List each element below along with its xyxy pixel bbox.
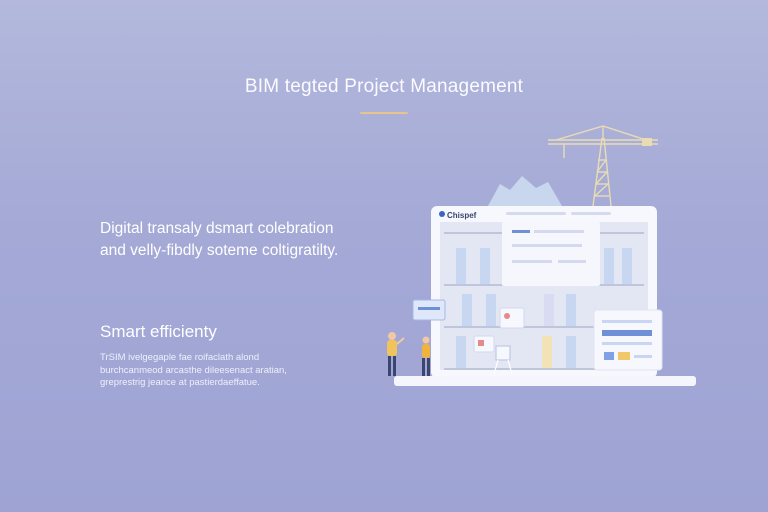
panel-line-5 <box>558 260 586 263</box>
toolbar-bar <box>506 212 566 215</box>
feature-body-line-3: greprestrig jeance at pastierdaeffatue. <box>100 377 260 388</box>
panel-line-1 <box>512 230 530 233</box>
panel-line-2 <box>534 230 584 233</box>
crane-icon <box>548 125 658 207</box>
left-chat-line <box>418 307 440 310</box>
panel-line-4 <box>512 260 552 263</box>
app-logo-icon <box>439 211 445 217</box>
right-card-line-3 <box>602 342 652 345</box>
right-card-chip-1 <box>604 352 614 360</box>
easel-icon <box>493 345 513 375</box>
mini-card-a-dot <box>504 313 510 319</box>
person-right-icon <box>422 336 430 376</box>
tagline-line-2: and velly-fibdly soteme coltigratilty. <box>100 242 339 259</box>
right-card-chip-2 <box>618 352 630 360</box>
feature-body: TrSIM ivelgegaple fae roifaclath alond b… <box>100 352 340 390</box>
center-info-panel <box>502 222 600 286</box>
crane-counterweight <box>642 138 652 146</box>
hero-title: BIM tegted Project Management <box>244 76 524 97</box>
bim-illustration: Chispef <box>376 118 706 398</box>
bim-illustration-svg <box>387 125 696 386</box>
tagline: Digital transaly dsmart colebration and … <box>100 218 400 262</box>
right-data-card <box>593 309 663 371</box>
feature-heading: Smart efficienty <box>100 322 217 341</box>
feature-body-line-1: TrSIM ivelgegaple fae roifaclath alond <box>100 352 260 363</box>
person-left-icon <box>387 332 405 376</box>
panel-line-3 <box>512 244 582 247</box>
mini-card-b-fill <box>478 340 484 346</box>
mountain-shape <box>488 176 562 206</box>
app-label: Chispef <box>447 211 477 220</box>
right-card-line-1 <box>602 320 652 323</box>
mini-card-a <box>499 307 525 329</box>
feature-body-line-2: burchcanmeod arcasthe dileesenact aratia… <box>100 364 287 376</box>
right-card-line-2 <box>602 330 652 336</box>
toolbar-bar-2 <box>571 212 611 215</box>
base-platform <box>394 376 696 386</box>
title-underline <box>360 112 408 114</box>
tagline-line-1: Digital transaly dsmart colebration <box>100 220 334 237</box>
right-card-line-4 <box>634 355 652 358</box>
